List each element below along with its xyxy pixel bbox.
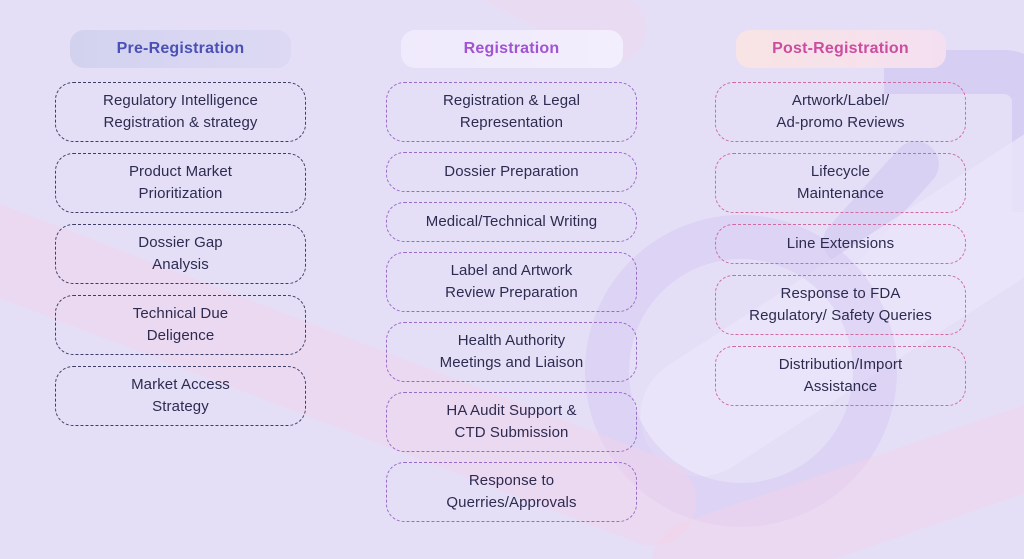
service-box-line: Regulatory/ Safety Queries: [749, 307, 932, 324]
service-box-line: Medical/Technical Writing: [425, 213, 598, 230]
service-box-line: Distribution/Import: [778, 356, 903, 373]
service-box-line: Product Market: [128, 163, 233, 180]
service-box-line: Meetings and Liaison: [439, 354, 584, 371]
service-box: Response to FDA Regulatory/ Safety Querie…: [715, 275, 966, 335]
service-box-line: Health Authority: [457, 332, 566, 349]
service-box-line: Assistance: [803, 378, 878, 395]
service-box-line: Market Access: [131, 376, 230, 393]
service-box-line: Dossier Gap: [138, 234, 223, 251]
service-box-line: Label and Artwork: [450, 262, 573, 279]
service-box-line: Strategy: [152, 398, 209, 415]
service-box-line: Response to: [468, 472, 555, 489]
service-box-line: Regulatory Intelligence: [103, 92, 258, 109]
service-box-line: Technical Due: [132, 305, 229, 322]
service-box-line: Ad-promo Reviews: [776, 114, 905, 131]
service-box: Response to Querries/Approvals: [386, 462, 637, 522]
service-box-line: Review Preparation: [445, 284, 578, 301]
service-box-line: Maintenance: [797, 185, 884, 202]
service-box-line: HA Audit Support &: [446, 402, 577, 419]
service-box: Line Extensions: [715, 224, 966, 264]
service-box-line: Registration & strategy: [103, 114, 258, 131]
service-box-line: Querries/Approvals: [446, 494, 577, 511]
service-box-line: Response to FDA: [780, 285, 901, 302]
service-box-line: Prioritization: [138, 185, 223, 202]
service-box-line: CTD Submission: [454, 424, 569, 441]
service-box: Dossier Preparation: [386, 152, 637, 192]
service-box-line: Analysis: [152, 256, 209, 273]
service-box-line: Deligence: [146, 327, 215, 344]
service-box-line: Lifecycle: [810, 163, 871, 180]
service-box: Artwork/Label/Ad-promo Reviews: [715, 82, 966, 142]
service-box-line: Representation: [459, 114, 564, 131]
column-header-pre-registration: Pre-Registration: [70, 30, 291, 68]
column-header-registration: Registration: [400, 30, 623, 68]
service-box-line: Dossier Preparation: [444, 163, 579, 180]
column-header-label: Pre-Registration: [116, 40, 245, 57]
service-box: HA Audit Support & CTD Submission: [386, 392, 637, 452]
column-header-label: Post-Registration: [772, 40, 909, 57]
service-box: Medical/Technical Writing: [386, 202, 637, 242]
column-header-label: Registration: [463, 40, 560, 57]
service-box-line: Artwork/Label/: [791, 92, 890, 109]
service-box-line: Registration & Legal: [442, 92, 581, 109]
service-box-line: Line Extensions: [786, 235, 895, 252]
column-header-post-registration: Post-Registration: [735, 30, 946, 68]
